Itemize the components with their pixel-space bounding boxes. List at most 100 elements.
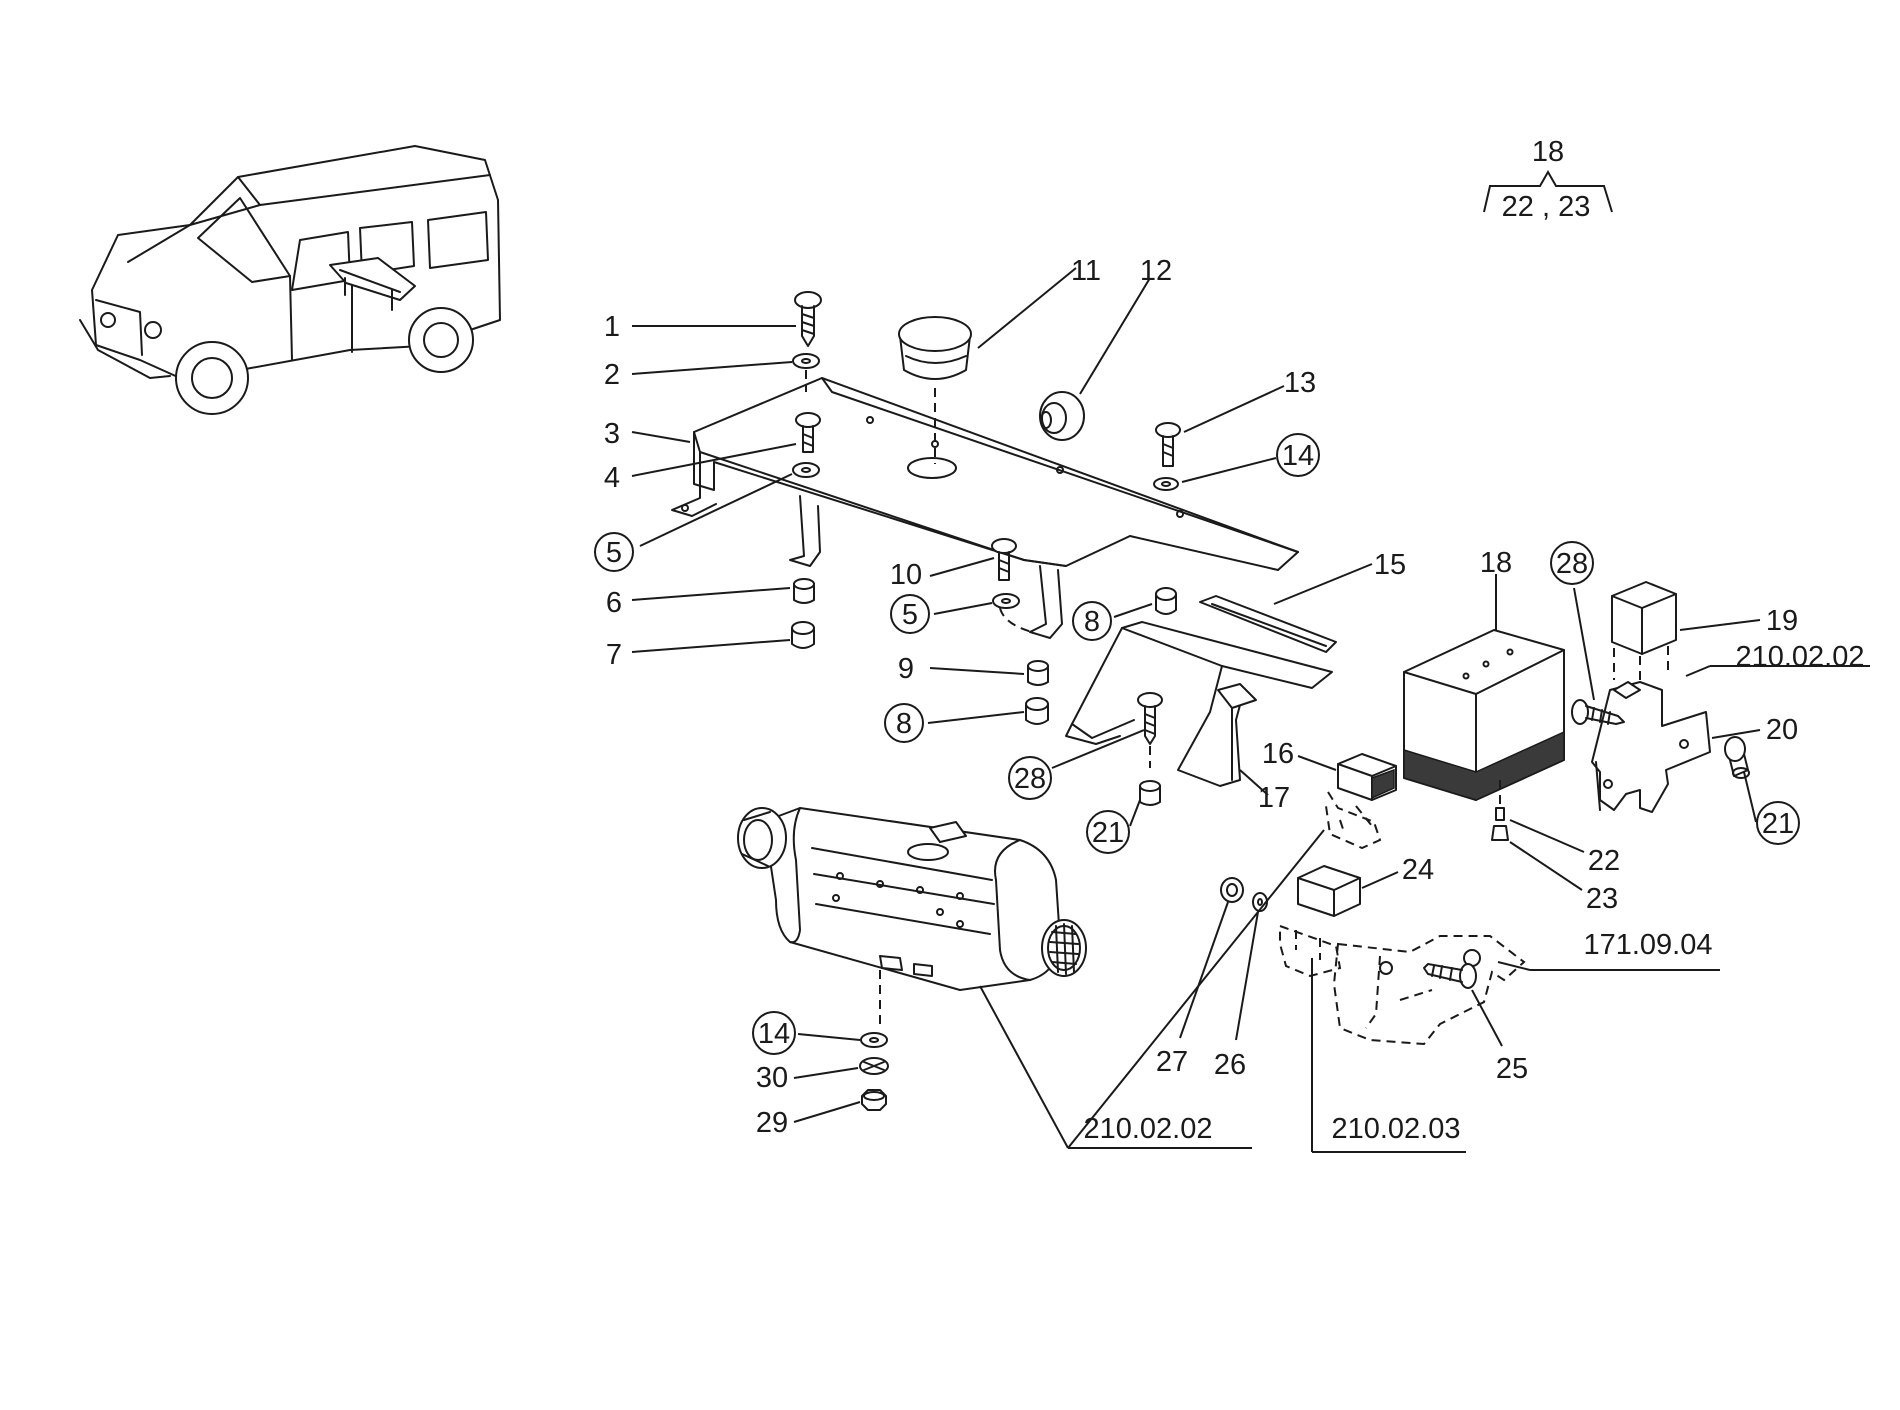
callout-number: 28 <box>1014 763 1046 795</box>
callout-number: 19 <box>1766 605 1798 637</box>
callout-c1: 1 <box>604 311 620 343</box>
callout-number: 14 <box>1282 440 1314 472</box>
callout-number: 24 <box>1402 854 1434 886</box>
washer-14b <box>860 1032 888 1048</box>
reference-r4: 210.02.03 <box>1331 1113 1460 1145</box>
washer-14a <box>1153 477 1179 491</box>
screw-13 <box>1155 422 1181 467</box>
callout-c14b: 14 <box>752 1011 796 1055</box>
bracket-17 <box>1065 621 1333 787</box>
relay-16 <box>1325 753 1397 850</box>
bushing-21b <box>1724 736 1750 779</box>
callout-c28a: 28 <box>1008 756 1052 800</box>
callout-c27: 27 <box>1156 1046 1188 1078</box>
callout-number: 12 <box>1140 255 1172 287</box>
callout-number: 17 <box>1258 782 1290 814</box>
callout-number: 28 <box>1556 548 1588 580</box>
callout-ring <box>890 594 930 634</box>
vehicle-thumbnail <box>79 145 501 415</box>
spacer-9 <box>1027 660 1049 686</box>
callout-c20: 20 <box>1766 714 1798 746</box>
callout-c16: 16 <box>1262 738 1294 770</box>
callout-c15: 15 <box>1374 549 1406 581</box>
reference-r3: 210.02.02 <box>1083 1113 1212 1145</box>
nut-29 <box>861 1089 887 1111</box>
bracket-dashed <box>1332 935 1526 1046</box>
callout-c23: 23 <box>1586 883 1618 915</box>
callout-c14a: 14 <box>1276 433 1320 477</box>
callout-c17: 17 <box>1258 782 1290 814</box>
washer-2 <box>792 353 820 392</box>
callout-number: 22 <box>1588 845 1620 877</box>
reference-labels: 210.02.02 171.09.04 210.02.02 210.02.03 <box>1083 641 1864 1145</box>
callout-number: 18 <box>1480 547 1512 579</box>
reference-r1: 210.02.02 <box>1735 641 1864 673</box>
strip-15 <box>1199 595 1337 653</box>
bushing-21a <box>1139 780 1161 806</box>
callout-number: 21 <box>1092 817 1124 849</box>
callout-number: 2 <box>604 359 620 391</box>
washer-30 <box>859 1057 889 1075</box>
callout-number: 29 <box>756 1107 788 1139</box>
callout-number: 16 <box>1262 738 1294 770</box>
washer-5a <box>792 462 820 478</box>
callout-ring <box>1550 541 1594 585</box>
reference-r2: 171.09.04 <box>1583 929 1712 961</box>
bracket-20 <box>1591 681 1711 813</box>
callout-number: 11 <box>1071 255 1101 287</box>
mounting-bracket <box>671 377 1299 639</box>
relay-24 <box>1279 865 1361 978</box>
callout-number: 4 <box>604 462 620 494</box>
screw-25 <box>1423 963 1477 989</box>
bushing-8b <box>1025 697 1049 725</box>
callout-c22: 22 <box>1588 845 1620 877</box>
callout-number: 30 <box>756 1062 788 1094</box>
callout-number: 5 <box>606 537 622 569</box>
callout-ring <box>884 703 924 743</box>
callout-c5b: 5 <box>890 594 930 634</box>
callout-number: 23 <box>1586 883 1618 915</box>
callout-c13: 13 <box>1284 367 1316 399</box>
callout-c8a: 8 <box>1072 601 1112 641</box>
callout-c12: 12 <box>1140 255 1172 287</box>
screw-10 <box>991 538 1017 581</box>
callout-c28b: 28 <box>1550 541 1594 585</box>
callout-c2: 2 <box>604 359 620 391</box>
callout-number: 10 <box>890 559 922 591</box>
callout-number: 1 <box>604 311 620 343</box>
callout-number: 8 <box>896 708 912 740</box>
callout-c11: 11 <box>1071 255 1101 287</box>
callout-number: 13 <box>1284 367 1316 399</box>
callout-ring <box>1008 756 1052 800</box>
assembly-note: 18 22 , 23 <box>1483 136 1613 223</box>
callout-c18: 18 <box>1480 547 1512 579</box>
spacer-6 <box>793 578 815 604</box>
callout-number: 25 <box>1496 1053 1528 1085</box>
callout-number: 7 <box>606 639 622 671</box>
callout-number: 15 <box>1374 549 1406 581</box>
callout-c30: 30 <box>756 1062 788 1094</box>
callout-number: 9 <box>898 653 914 685</box>
screw-28a <box>1137 692 1163 768</box>
bushing-8a <box>1155 587 1177 615</box>
callout-c8b: 8 <box>884 703 924 743</box>
callout-c3: 3 <box>604 418 620 450</box>
callout-c19: 19 <box>1766 605 1798 637</box>
callout-number: 5 <box>902 599 918 631</box>
callout-c24: 24 <box>1402 854 1434 886</box>
callout-number: 8 <box>1084 606 1100 638</box>
leader-lines <box>631 267 1870 1153</box>
callout-ring <box>1086 810 1130 854</box>
callout-ring <box>752 1011 796 1055</box>
note-top: 18 <box>1532 136 1564 168</box>
callout-number: 14 <box>758 1018 790 1050</box>
callout-number: 3 <box>604 418 620 450</box>
callout-c6: 6 <box>606 587 622 619</box>
callout-number: 27 <box>1156 1046 1188 1078</box>
callout-ring <box>594 532 634 572</box>
screw-4 <box>795 412 821 453</box>
callout-c7: 7 <box>606 639 622 671</box>
